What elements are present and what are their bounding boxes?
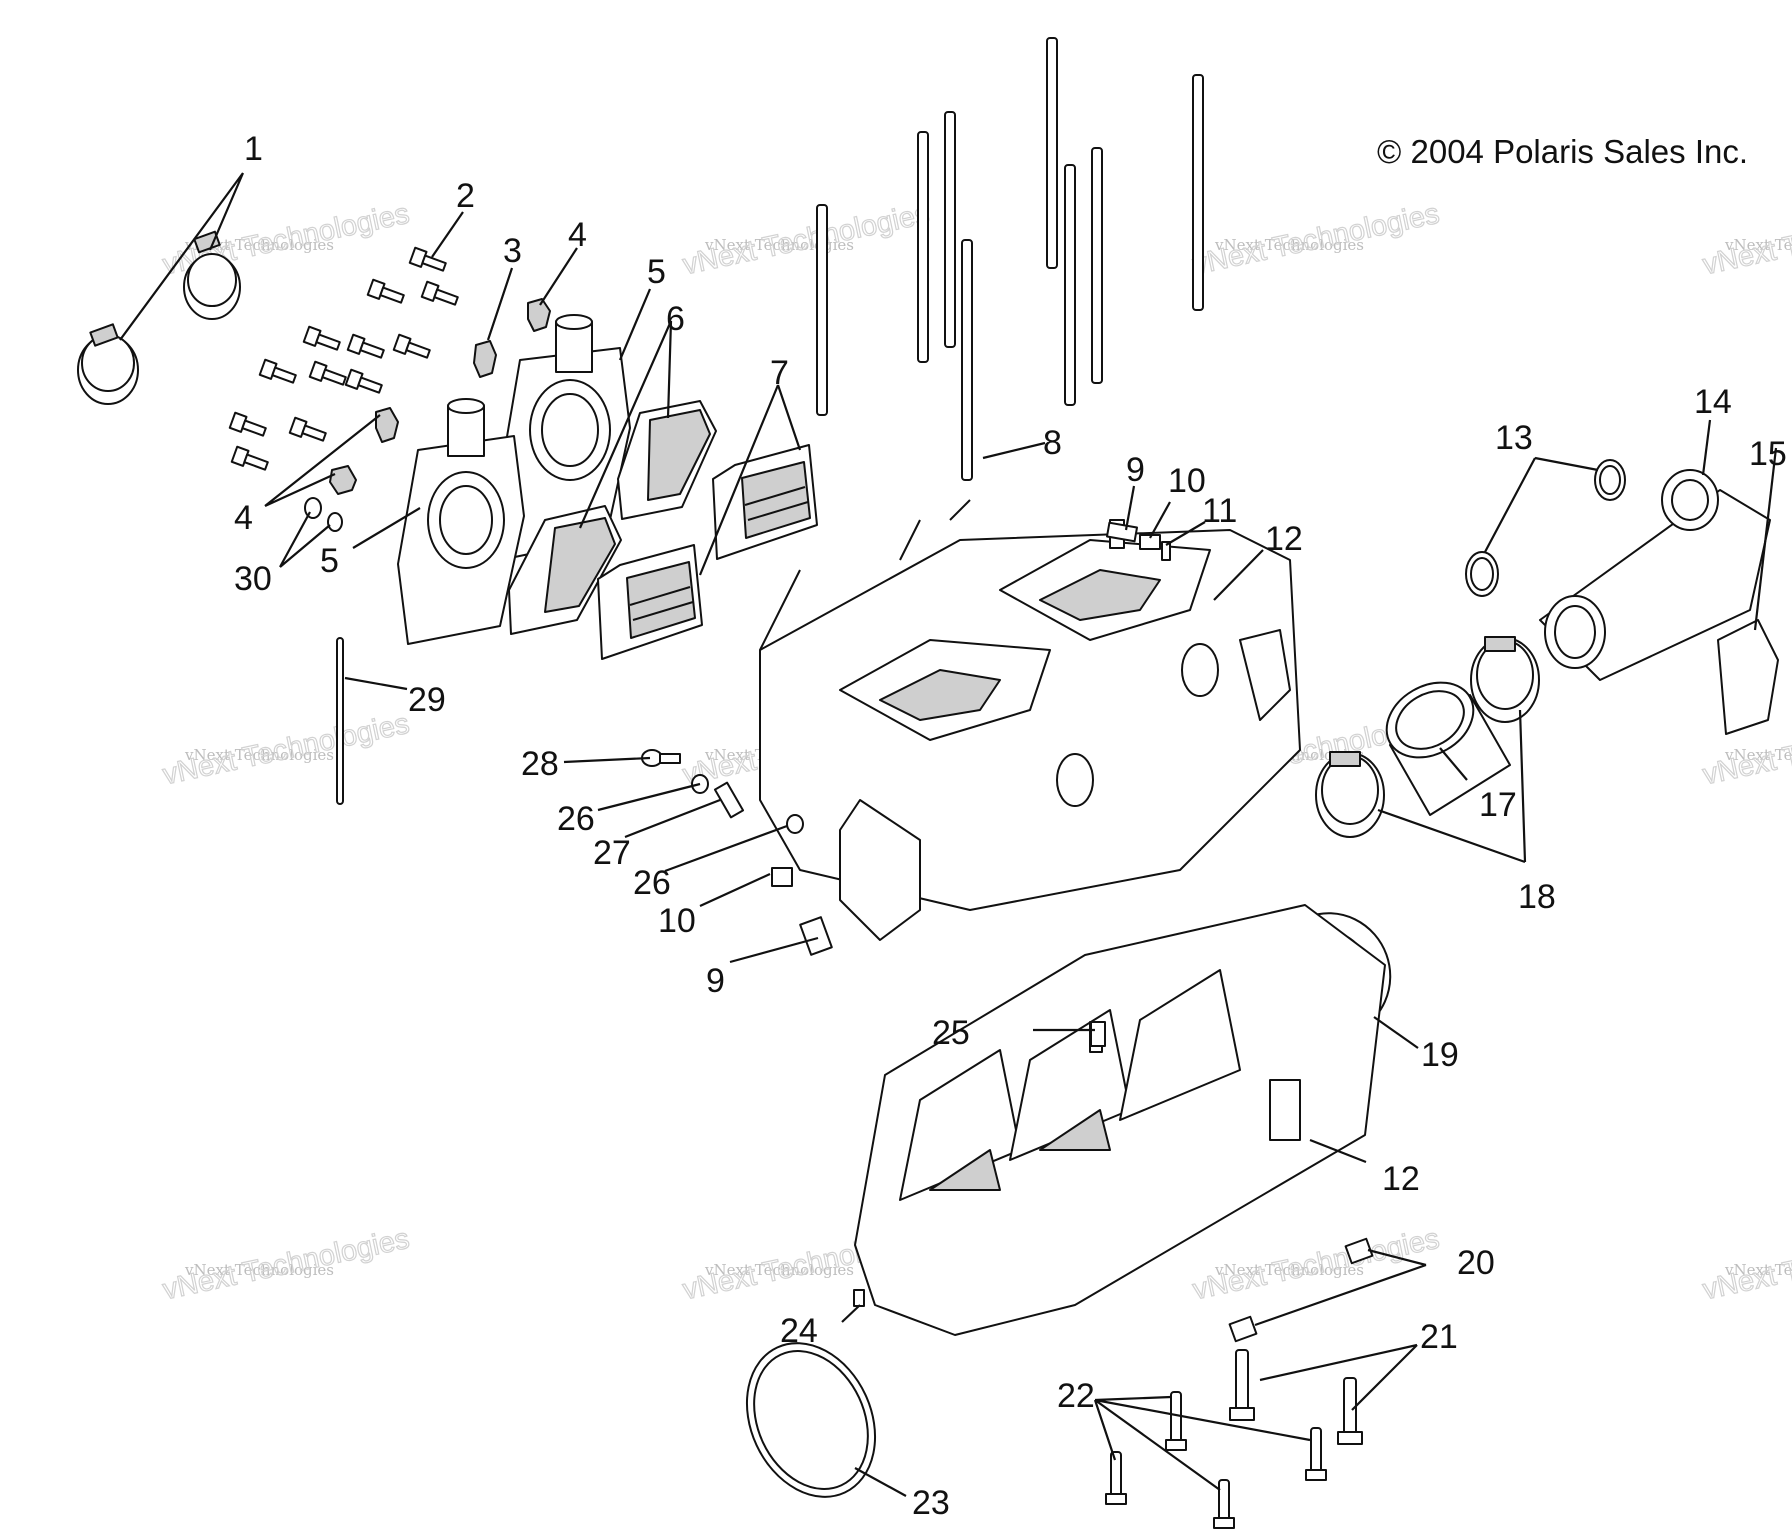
callout-18: 18 xyxy=(1518,878,1556,916)
bolt-set-part-22 xyxy=(1105,1391,1327,1529)
callout-12: 12 xyxy=(1265,520,1303,558)
watermark-text: vNext Technologies xyxy=(1724,1261,1792,1279)
watermark: vNext Technologies vNext Technologies xyxy=(679,197,932,282)
callout-28: 28 xyxy=(521,745,559,783)
watermark: vNext Technologies vNext Technologies xyxy=(159,707,412,792)
stud-set-part-8 xyxy=(816,37,1204,481)
watermark: vNext Technologies vNext Technologies xyxy=(1189,197,1442,282)
callout-23: 23 xyxy=(912,1484,950,1522)
callout-2: 2 xyxy=(456,177,475,215)
watermark-text: vNext Technologies xyxy=(1724,236,1792,254)
dowel-part-9 xyxy=(799,521,1139,956)
callout-6: 6 xyxy=(666,300,685,338)
dowel-part-24 xyxy=(853,1289,865,1307)
hose-clamp-part-18 xyxy=(1315,636,1540,838)
crankcase-lower-part-12 xyxy=(854,904,1386,1336)
bracket-part-15 xyxy=(1717,619,1779,735)
callout-10: 10 xyxy=(658,902,696,940)
reed-valve-part-7 xyxy=(597,444,818,660)
watermark-text: vNext Technologies xyxy=(704,1261,854,1279)
callout-10: 10 xyxy=(1168,462,1206,500)
copyright-notice: © 2004 Polaris Sales Inc. xyxy=(1377,133,1748,170)
hose-clamp-part-1 xyxy=(77,230,241,405)
bolt-set-part-21 xyxy=(1229,1349,1363,1445)
o-ring-part-30 xyxy=(304,497,343,532)
clip-part-3 xyxy=(473,340,497,378)
callout-9: 9 xyxy=(706,962,725,1000)
watermark-text: vNext Technologies xyxy=(184,236,334,254)
watermark-text: vNext Technologies xyxy=(184,746,334,764)
callout-15: 15 xyxy=(1749,435,1787,473)
callout-1: 1 xyxy=(244,130,263,168)
watermark-outline-text: vNext Technologies xyxy=(1700,198,1792,281)
callout-3: 3 xyxy=(503,232,522,270)
watermark: vNext Technologies vNext Technologies xyxy=(1699,197,1792,282)
callout-21: 21 xyxy=(1420,1318,1458,1356)
callout-25: 25 xyxy=(932,1014,970,1052)
o-ring-part-13 xyxy=(1465,459,1626,597)
watermark-text: vNext Technologies xyxy=(1214,236,1364,254)
callout-7: 7 xyxy=(770,354,789,392)
callout-19: 19 xyxy=(1421,1036,1459,1074)
intake-adapter-part-5 xyxy=(397,314,631,645)
coupler-part-17 xyxy=(1385,681,1511,816)
reed-cage-part-6 xyxy=(508,400,717,635)
callout-5: 5 xyxy=(647,253,666,291)
callout-13: 13 xyxy=(1495,419,1533,457)
dowel-part-25 xyxy=(1090,1021,1106,1047)
callout-27: 27 xyxy=(593,834,631,872)
callout-9: 9 xyxy=(1126,451,1145,489)
callout-11: 11 xyxy=(1202,492,1237,530)
callout-8: 8 xyxy=(1043,424,1062,462)
snap-ring-part-23 xyxy=(745,1342,877,1498)
callout-17: 17 xyxy=(1479,786,1517,824)
callout-26: 26 xyxy=(557,800,595,838)
stud-part-11 xyxy=(1161,541,1171,561)
watermark-outline-text: vNext Technologies xyxy=(1700,1223,1792,1306)
callout-26: 26 xyxy=(633,864,671,902)
callout-29: 29 xyxy=(408,681,446,719)
callout-20: 20 xyxy=(1457,1244,1495,1282)
watermark-text: vNext Technologies xyxy=(1724,746,1792,764)
fitting-part-27 xyxy=(713,781,745,819)
watermark: vNext Technologies vNext Technologies xyxy=(159,1222,412,1307)
callout-14: 14 xyxy=(1694,383,1732,421)
callout-12: 12 xyxy=(1382,1160,1420,1198)
rod-part-29 xyxy=(336,637,344,805)
callout-4: 4 xyxy=(568,216,587,254)
fitting-part-28 xyxy=(641,749,681,767)
watermark: vNext Technologies vNext Technologies xyxy=(1699,1222,1792,1307)
plug-part-10 xyxy=(771,534,1161,887)
watermark-text: vNext Technologies xyxy=(184,1261,334,1279)
clip-part-4 xyxy=(329,298,551,495)
callout-24: 24 xyxy=(780,1312,818,1350)
plug-part-20 xyxy=(1228,1237,1374,1343)
callout-labels: 1 2 3 4 4 5 5 6 7 8 9 10 11 12 13 14 15 … xyxy=(234,130,1787,1522)
bolt-set-part-2 xyxy=(228,246,459,471)
callout-4: 4 xyxy=(234,499,253,537)
watermark: vNext Technologies vNext Technologies xyxy=(1189,1222,1442,1307)
manifold-part-14 xyxy=(1539,469,1771,681)
callout-22: 22 xyxy=(1057,1377,1095,1415)
callout-30: 30 xyxy=(234,560,272,598)
watermark-text: vNext Technologies xyxy=(1214,1261,1364,1279)
crankcase-upper-part-12 xyxy=(759,499,1301,941)
callout-5: 5 xyxy=(320,542,339,580)
leader-lines xyxy=(119,172,1778,1497)
